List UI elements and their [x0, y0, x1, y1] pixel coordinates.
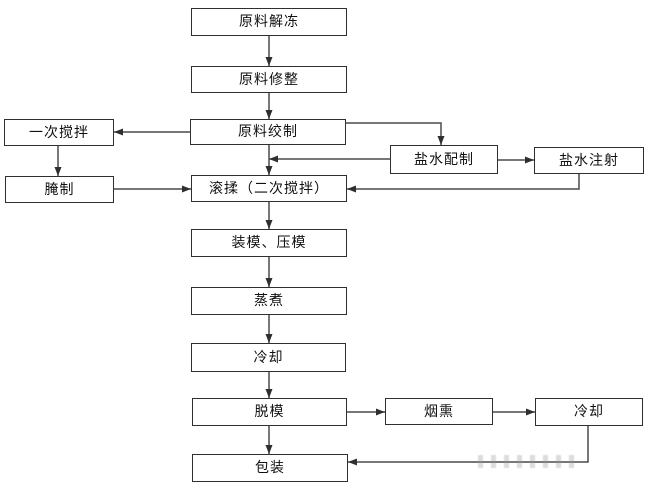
node-grind: 原料绞制	[190, 119, 346, 145]
node-mold-label: 装模、压模	[231, 235, 307, 251]
node-brine-prep-label: 盐水配制	[414, 151, 474, 168]
node-demold: 脱模	[192, 398, 347, 426]
edge-cool2-pack	[348, 426, 589, 466]
node-tumble: 滚揉（二次搅拌）	[191, 175, 347, 202]
node-cool1-label: 冷却	[253, 349, 284, 366]
edge-grind-brine-prep	[346, 122, 445, 145]
node-cool1: 冷却	[191, 343, 346, 372]
node-mold: 装模、压模	[191, 229, 347, 257]
node-smoke: 烟熏	[385, 398, 493, 425]
node-tumble-label: 滚揉（二次搅拌）	[209, 180, 329, 197]
node-steam-label: 蒸煮	[254, 293, 284, 309]
node-brine-inject-label: 盐水注射	[559, 152, 619, 169]
node-grind-label: 原料绞制	[238, 124, 298, 140]
node-brine-inject: 盐水注射	[534, 147, 644, 174]
node-first-stir: 一次搅拌	[4, 119, 114, 146]
edge-brine-inject-tumble	[347, 174, 580, 193]
node-trim-label: 原料修整	[239, 71, 299, 88]
node-cool2-label: 冷却	[574, 404, 604, 420]
node-pack: 包装	[192, 454, 348, 482]
node-marinate-label: 腌制	[44, 181, 75, 198]
node-marinate: 腌制	[5, 176, 114, 203]
node-first-stir-label: 一次搅拌	[29, 124, 89, 141]
node-cool2: 冷却	[535, 398, 643, 426]
node-steam: 蒸煮	[191, 287, 347, 315]
node-thaw-label: 原料解冻	[239, 14, 299, 30]
node-thaw: 原料解冻	[191, 8, 347, 36]
node-brine-prep: 盐水配制	[390, 145, 498, 174]
node-demold-label: 脱模	[254, 404, 285, 420]
node-trim: 原料修整	[191, 66, 347, 93]
node-smoke-label: 烟熏	[424, 403, 454, 420]
node-pack-label: 包装	[255, 460, 285, 476]
